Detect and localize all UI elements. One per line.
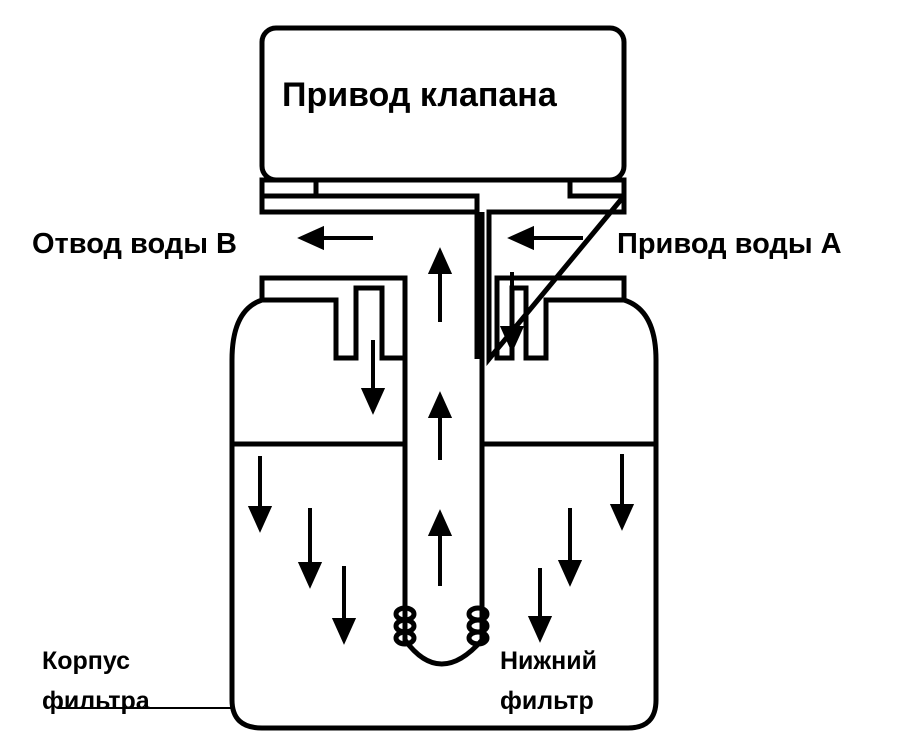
bottom-filter-label-line2: фильтр — [500, 687, 594, 715]
bottom-filter-label: Нижний фильтр — [500, 641, 597, 721]
valve-lower-plate-left — [259, 275, 408, 361]
filter-body-label-line1: Корпус — [42, 647, 131, 675]
down-arrow-l2 — [297, 508, 323, 589]
outlet-arrow — [297, 225, 373, 251]
filter-body-label-line2: фильтра — [42, 687, 150, 715]
water-inlet-label: Привод воды А — [617, 228, 842, 260]
strainer-coil-right — [466, 605, 490, 647]
down-arrow-left-top — [360, 340, 386, 415]
filter-tank — [229, 297, 659, 731]
bottom-filter-label-line1: Нижний — [500, 647, 597, 675]
down-arrow-r1 — [609, 454, 635, 531]
water-outlet-label: Отвод воды В — [32, 228, 237, 260]
down-arrow-l3 — [331, 566, 357, 645]
drive-foot-right-shape — [567, 177, 627, 199]
down-arrow-r3 — [527, 568, 553, 643]
inlet-arrow — [507, 225, 583, 251]
valve-drive-label: Привод клапана — [282, 76, 557, 114]
drive-foot-left-shape — [259, 177, 319, 199]
valve-lower-plate-right — [494, 275, 627, 361]
riser-arrow-up-1 — [427, 247, 453, 322]
down-arrow-l1 — [247, 456, 273, 533]
valve-top-plate-outline — [259, 196, 624, 215]
riser-arrow-up-2 — [427, 391, 453, 460]
down-arrow-inlet — [499, 272, 525, 353]
filter-body-label: Корпус фильтра — [42, 641, 150, 721]
valve-drive-box — [259, 25, 627, 183]
strainer-coil-left — [393, 605, 417, 647]
riser-arrow-up-3 — [427, 509, 453, 586]
down-arrow-r2 — [557, 508, 583, 587]
riser-tube — [402, 212, 485, 667]
